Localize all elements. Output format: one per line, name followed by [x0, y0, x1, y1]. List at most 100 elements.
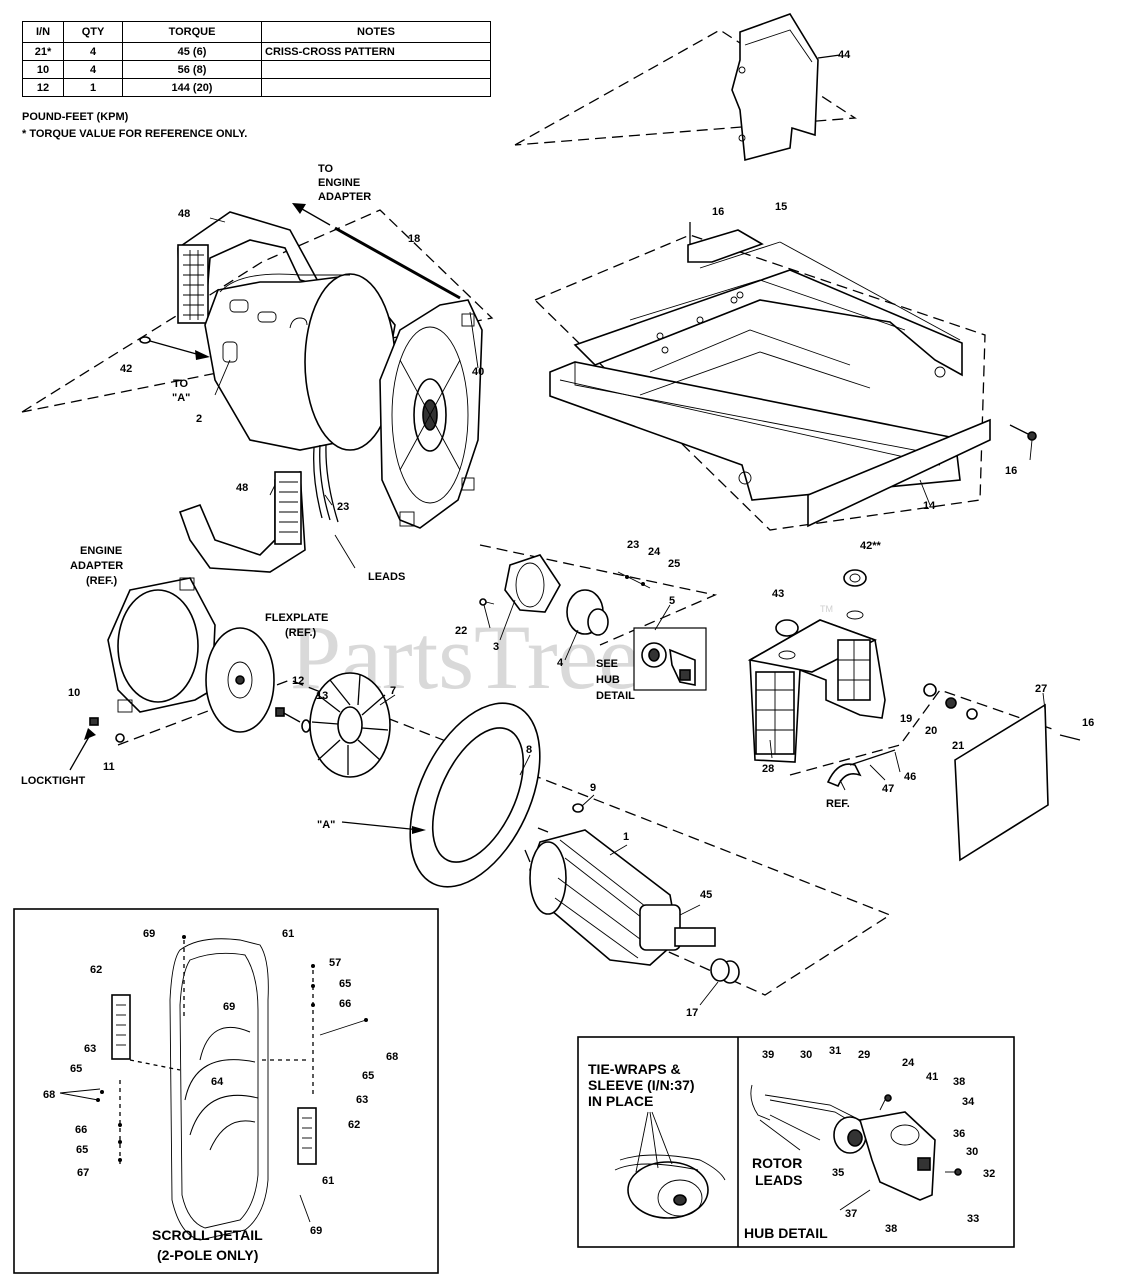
engine-adapter-label: (REF.) [86, 575, 118, 587]
callout: 2 [196, 413, 202, 425]
callout: 5 [669, 595, 675, 607]
callout: 22 [455, 625, 467, 637]
callout: 34 [962, 1096, 975, 1108]
callout: 25 [668, 558, 680, 570]
callout: 16 [1082, 717, 1094, 729]
fan-guard-top-part [177, 211, 322, 324]
cover-bracket-part [731, 13, 841, 162]
trademark-mark: TM [820, 604, 833, 614]
fan-guard-bottom-part [178, 470, 306, 573]
callout: 65 [70, 1063, 82, 1075]
frame-rails-part [549, 222, 991, 528]
bolts-small-part [69, 707, 311, 771]
callout: 63 [84, 1043, 96, 1055]
callout: 69 [143, 928, 155, 940]
callout: 3 [493, 641, 499, 653]
hub-callouts: 39 30 31 29 24 41 38 34 36 30 32 35 37 3… [588, 1045, 995, 1241]
callout: 10 [68, 687, 80, 699]
washer-part [625, 575, 629, 579]
flexplate-label: FLEXPLATE [265, 612, 328, 624]
callout: 37 [845, 1208, 857, 1220]
engine-adapter-label: ENGINE [80, 545, 122, 557]
through-bolt-part [292, 203, 461, 300]
callout: 20 [925, 725, 937, 737]
callout: 18 [408, 233, 420, 245]
callout: 32 [983, 1168, 995, 1180]
callout: 65 [362, 1070, 374, 1082]
to-engine-adapter-label: ADAPTER [318, 191, 371, 203]
end-bracket-part [379, 299, 483, 529]
leader-lines [209, 217, 1046, 1006]
callout: 64 [211, 1076, 224, 1088]
callout: 11 [103, 761, 115, 773]
scroll-callouts: 69 61 57 65 66 62 69 63 65 68 64 63 68 6… [43, 928, 398, 1263]
callout: 65 [76, 1144, 88, 1156]
callout: 69 [310, 1225, 322, 1237]
hub-detail-title: HUB DETAIL [744, 1225, 828, 1241]
callout: 65 [339, 978, 351, 990]
callout: 68 [386, 1051, 398, 1063]
callout: 9 [590, 782, 596, 794]
engine-adapter-label: ADAPTER [70, 560, 123, 572]
callout: 15 [775, 201, 787, 213]
callout: 67 [77, 1167, 89, 1179]
callout: 66 [339, 998, 351, 1010]
flexplate-part [205, 627, 275, 733]
to-engine-adapter-label: TO [318, 163, 334, 175]
rotor-leads-label: ROTOR [752, 1155, 802, 1171]
key-part [572, 803, 584, 813]
callout: 62 [90, 964, 102, 976]
callout: 62 [348, 1119, 360, 1131]
to-a-label: TO [173, 378, 189, 390]
callout: 38 [885, 1223, 897, 1235]
callout: 42** [860, 540, 882, 552]
see-hub-detail-label: DETAIL [596, 690, 635, 702]
main-labels: TO ENGINE ADAPTER TO "A" LEADS ENGINE AD… [21, 163, 850, 831]
tie-wraps-label: SLEEVE (I/N:37) [588, 1077, 695, 1093]
callout: 61 [282, 928, 294, 940]
callout: 30 [800, 1049, 812, 1061]
scroll-detail-panel [13, 908, 439, 1274]
see-hub-detail-label: SEE [596, 658, 618, 670]
rotor-leads-label: LEADS [755, 1172, 802, 1188]
callout: 46 [904, 771, 916, 783]
callout: 39 [762, 1049, 774, 1061]
cell-notes [261, 78, 491, 97]
torque-table: I/N QTY TORQUE NOTES 21* 4 45 (6) CRISS-… [22, 21, 491, 97]
hub-part [566, 589, 609, 636]
enclosure-part [747, 610, 886, 763]
callout: 63 [356, 1094, 368, 1106]
callout: 47 [882, 783, 894, 795]
callout: 13 [316, 690, 328, 702]
locktight-label: LOCKTIGHT [21, 775, 85, 787]
brush-holder-part [633, 627, 707, 691]
washer-part [641, 582, 645, 586]
callout: 61 [322, 1175, 334, 1187]
callout: 40 [472, 366, 484, 378]
callout: 14 [923, 500, 936, 512]
scroll-detail-subtitle: (2-POLE ONLY) [157, 1247, 258, 1263]
pin-42-part [139, 336, 210, 360]
callout: 28 [762, 763, 774, 775]
callout: 16 [712, 206, 724, 218]
grommets-part [775, 569, 867, 637]
callout: 44 [838, 49, 851, 61]
callout: 1 [623, 831, 629, 843]
callout: 69 [223, 1001, 235, 1013]
callout: 42 [120, 363, 132, 375]
callout: 36 [953, 1128, 965, 1140]
callout: 19 [900, 713, 912, 725]
callout: 68 [43, 1089, 55, 1101]
nuts-19-20-21-part [923, 683, 1081, 741]
callout: 57 [329, 957, 341, 969]
cover-panel-part [954, 703, 1049, 862]
rotor-part [524, 827, 716, 966]
callout: 43 [772, 588, 784, 600]
tie-wraps-label: TIE-WRAPS & [588, 1061, 681, 1077]
main-callouts: 44 48 18 15 16 42 2 40 23 48 16 14 22 3 … [68, 49, 1094, 1019]
bearing-part [710, 958, 740, 984]
fan-ring-part [409, 702, 541, 888]
stator-housing-part [204, 273, 396, 523]
callout: 48 [236, 482, 248, 494]
